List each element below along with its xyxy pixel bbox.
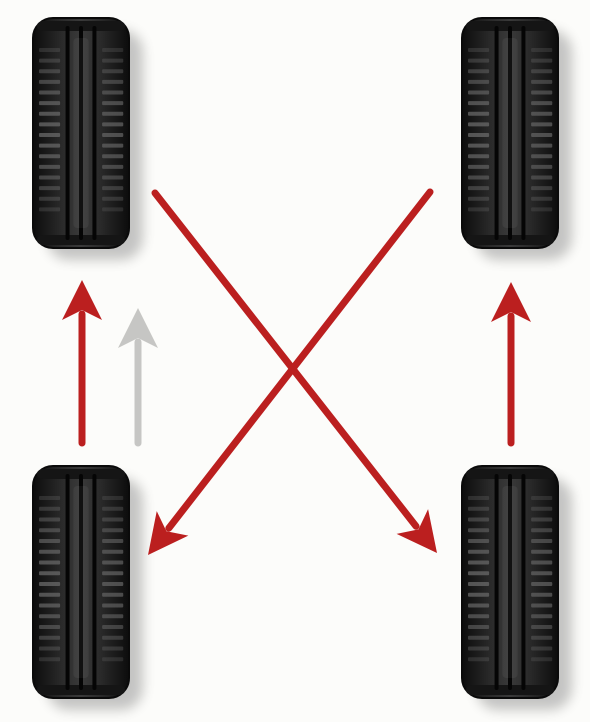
arrow-head: [396, 509, 437, 553]
rear-left-tire: [32, 465, 143, 710]
tire-icon: [32, 465, 130, 699]
arrows-layer: [62, 188, 531, 555]
tire-icon: [461, 17, 559, 249]
tires-layer: [32, 17, 572, 710]
rear-right-tire: [461, 465, 572, 710]
arrow-rear-left-to-front-left: [62, 280, 102, 447]
arrow-rear-left-to-front-left-alt: [118, 308, 158, 447]
arrow-shaft: [165, 188, 434, 532]
arrow-front-left-to-rear-right: [151, 189, 437, 553]
arrow-shaft: [151, 189, 420, 530]
arrow-front-right-to-rear-left: [148, 188, 434, 555]
arrow-head: [148, 511, 189, 555]
front-right-tire: [461, 17, 572, 260]
arrow-head: [62, 280, 102, 320]
arrow-head: [491, 282, 531, 322]
tire-icon: [461, 465, 559, 699]
tire-icon: [32, 17, 130, 249]
arrow-head: [118, 308, 158, 348]
arrow-rear-right-to-front-right: [491, 282, 531, 447]
front-left-tire: [32, 17, 143, 260]
